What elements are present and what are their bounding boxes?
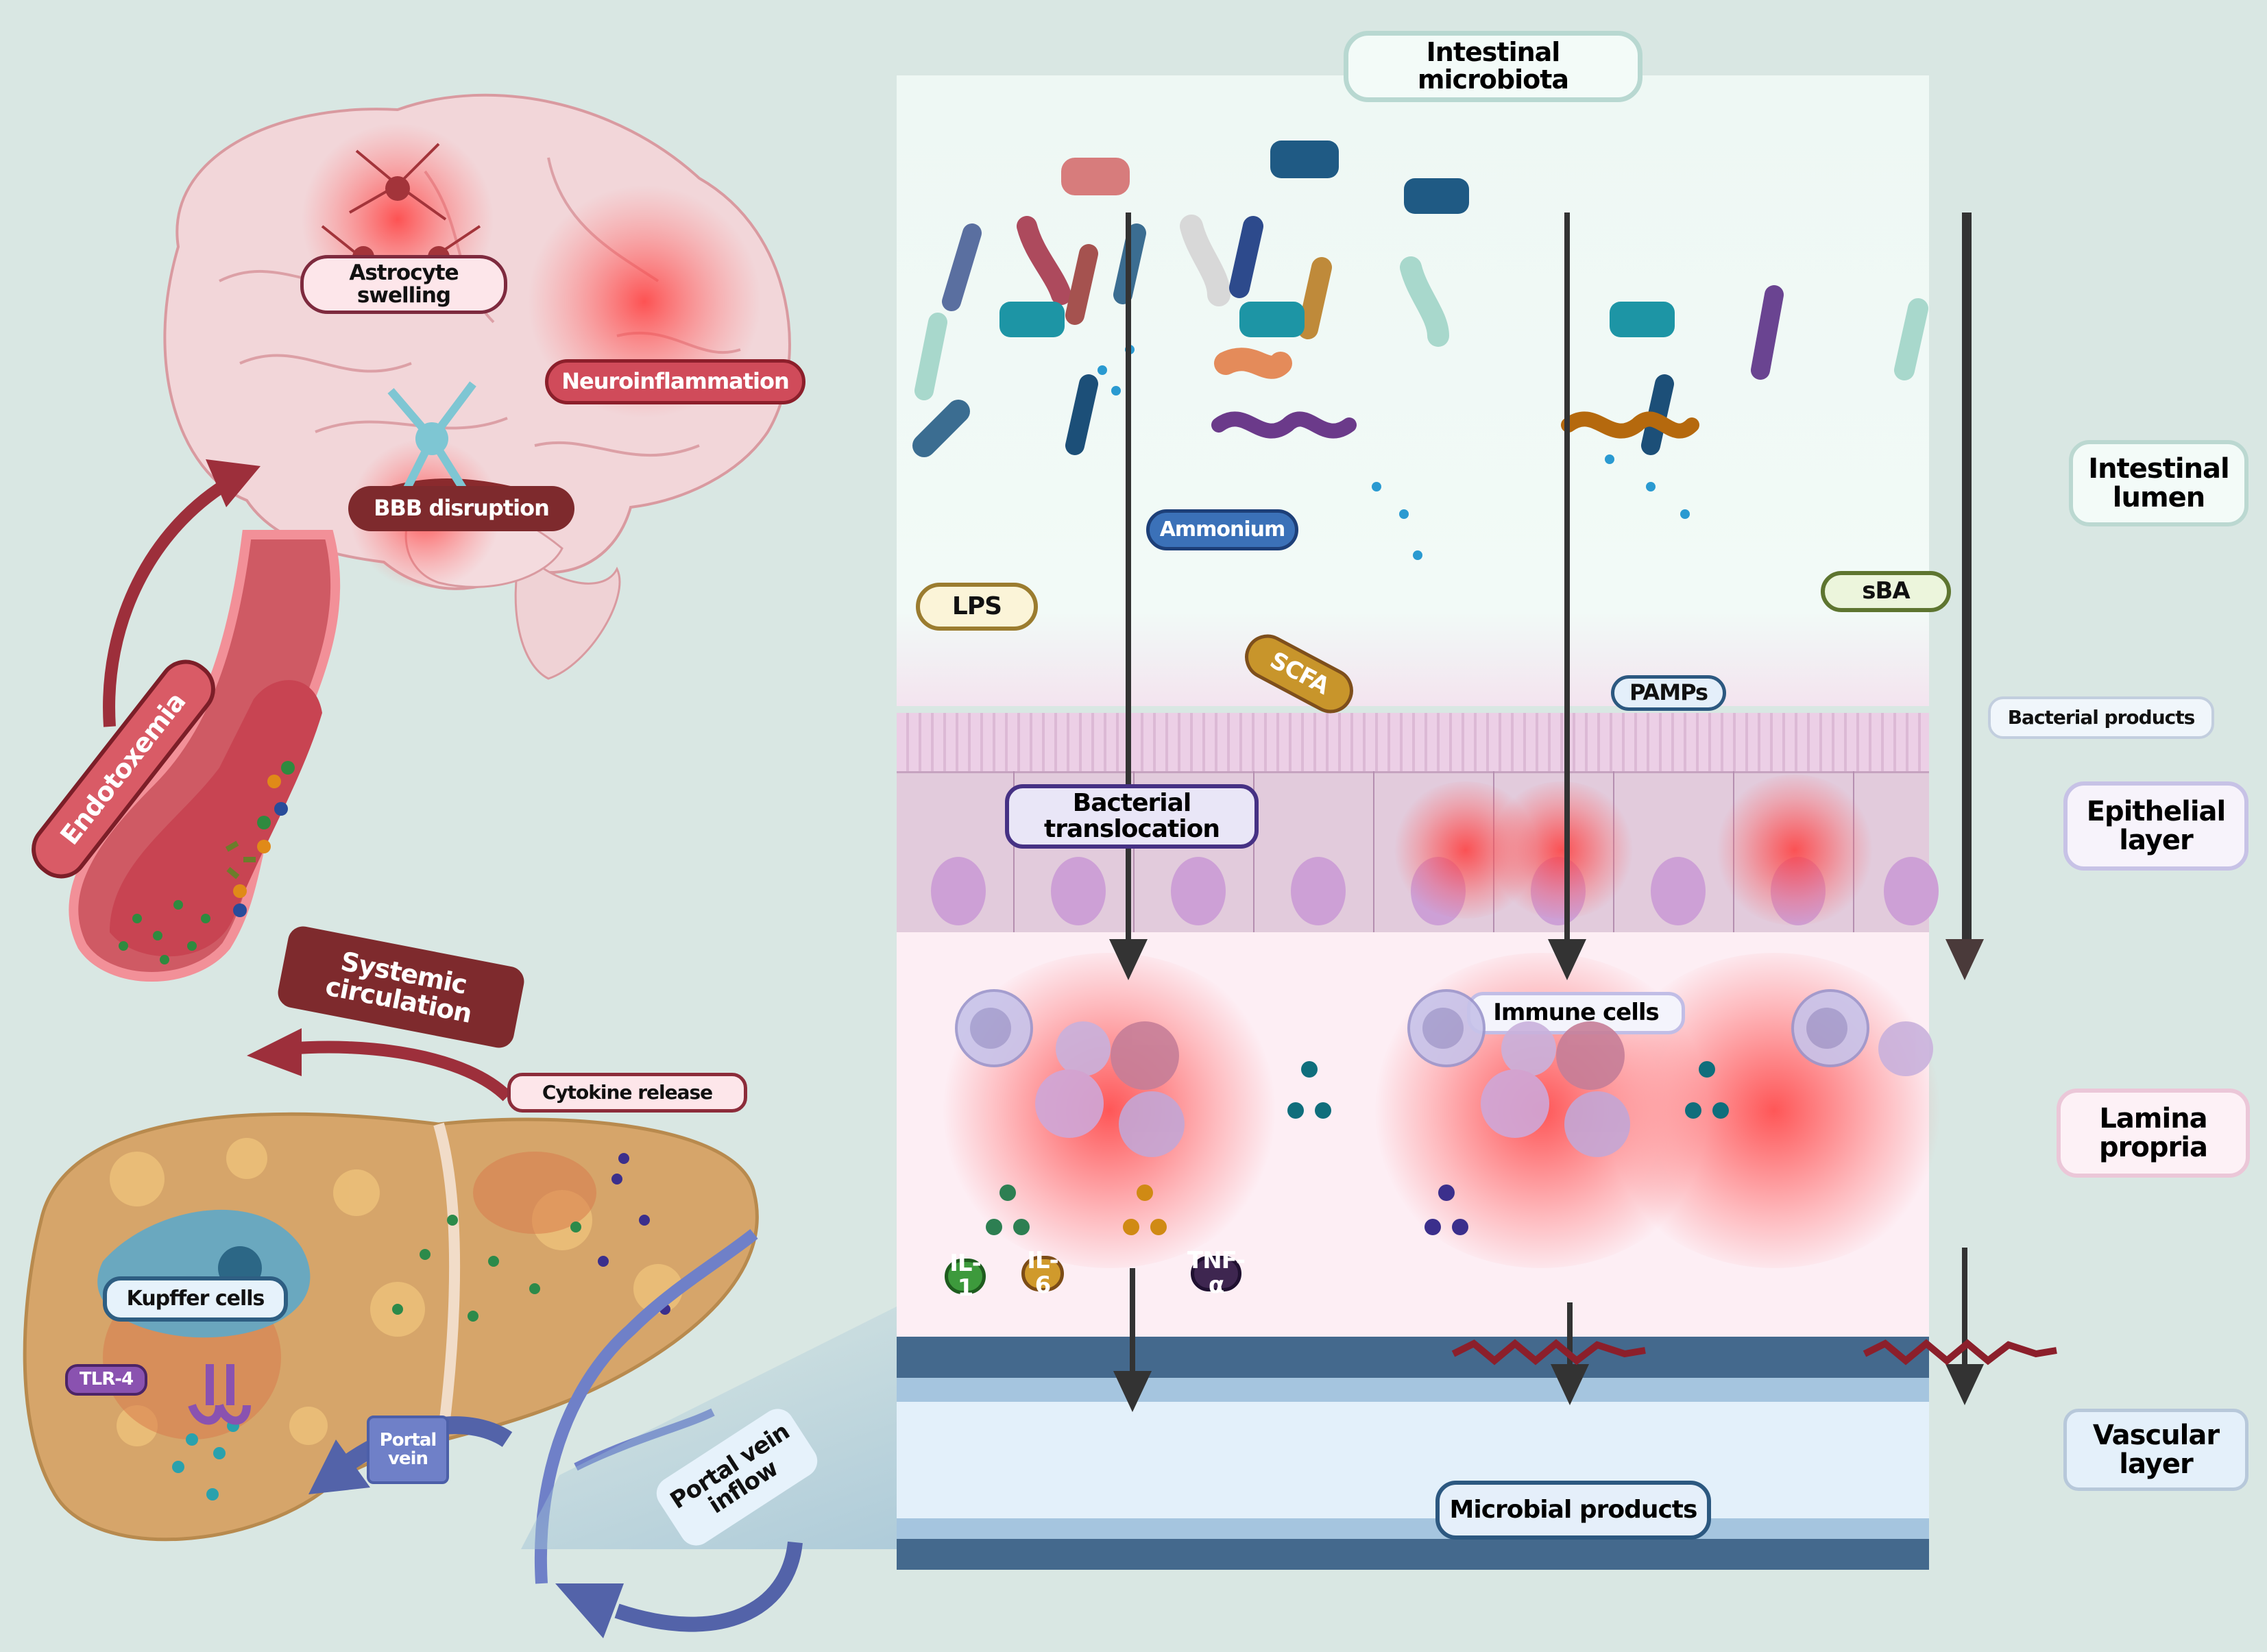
vessel-wall-inner-top	[897, 1378, 1929, 1402]
lps-label: LPS	[916, 583, 1038, 631]
systemic-circulation-arrow-icon	[247, 1028, 512, 1102]
arrow-head-icon	[1551, 1364, 1589, 1405]
layer-label-lamina-propria: Lamina propria	[2057, 1089, 2250, 1178]
cell-border	[1253, 771, 1254, 932]
blood-vessel	[69, 530, 341, 982]
cytokine-release-label: Cytokine release	[507, 1073, 747, 1113]
immune-cells-icon	[955, 989, 1933, 1235]
vessel-wall-bottom	[897, 1539, 1929, 1570]
arrow-head-icon	[1109, 939, 1148, 980]
vessel-damage-icon	[1451, 1339, 1646, 1365]
microbial-products-label: Microbial products	[1435, 1481, 1711, 1540]
microvilli	[897, 713, 1929, 773]
arrow-head-icon	[1113, 1371, 1152, 1412]
nucleus	[1291, 857, 1346, 925]
arrow-head-icon	[1945, 939, 1984, 980]
arrow-head-icon	[1945, 1364, 1984, 1405]
inflammation-glow	[1486, 781, 1637, 919]
portal-vein-label: Portal vein	[367, 1416, 449, 1484]
layer-label-intestinal-lumen: Intestinal lumen	[2069, 440, 2248, 526]
cell-border	[1013, 771, 1015, 932]
translocation-arrow	[1966, 212, 1972, 946]
nucleus	[1051, 857, 1106, 925]
figure-title: Intestinal microbiota	[1344, 31, 1642, 102]
translocation-arrow	[1962, 212, 1967, 946]
pamps-label: PAMPs	[1611, 675, 1726, 711]
inflammation-glow	[1712, 775, 1877, 925]
layer-label-vascular: Vascular layer	[2063, 1409, 2248, 1491]
bbb-disruption-label: BBB disruption	[348, 486, 574, 531]
bacterial-translocation-label: Bacterial translocation	[1005, 784, 1259, 849]
translocation-arrow	[1564, 212, 1570, 946]
portal-inflow-arrow-icon	[555, 1541, 803, 1638]
nucleus	[931, 857, 986, 925]
astrocyte-swelling-label: Astrocyte swelling	[300, 255, 507, 314]
arrow-head-icon	[1548, 939, 1586, 980]
tlr4-label: TLR-4	[65, 1364, 147, 1396]
bacterial-products-label: Bacterial products	[1988, 696, 2214, 739]
nucleus	[1884, 857, 1939, 925]
nucleus	[1171, 857, 1226, 925]
cytokine-arrow	[1567, 1302, 1573, 1378]
vessel-wall-top	[897, 1337, 1929, 1378]
ammonium-label: Ammonium	[1146, 509, 1298, 550]
vessel-wall-inner-bottom	[897, 1518, 1929, 1539]
translocation-arrow	[1126, 212, 1131, 946]
arrow-to-brain-icon	[103, 459, 260, 727]
layer-label-epithelial: Epithelial layer	[2063, 781, 2248, 871]
cell-border	[1373, 771, 1374, 932]
cytokine-arrow	[1962, 1248, 1967, 1371]
intestinal-panel	[897, 75, 1972, 1570]
nucleus	[1651, 857, 1706, 925]
bacteria-cluster	[912, 141, 1928, 560]
kupffer-cells-label: Kupffer cells	[103, 1276, 288, 1322]
liver-illustration	[23, 1112, 759, 1584]
cell-border	[1133, 771, 1135, 932]
vessel-damage-icon	[1863, 1339, 2057, 1365]
neuroinflammation-label: Neuroinflammation	[545, 359, 805, 404]
sba-label: sBA	[1821, 571, 1951, 612]
cytokine-arrow	[1130, 1268, 1135, 1385]
